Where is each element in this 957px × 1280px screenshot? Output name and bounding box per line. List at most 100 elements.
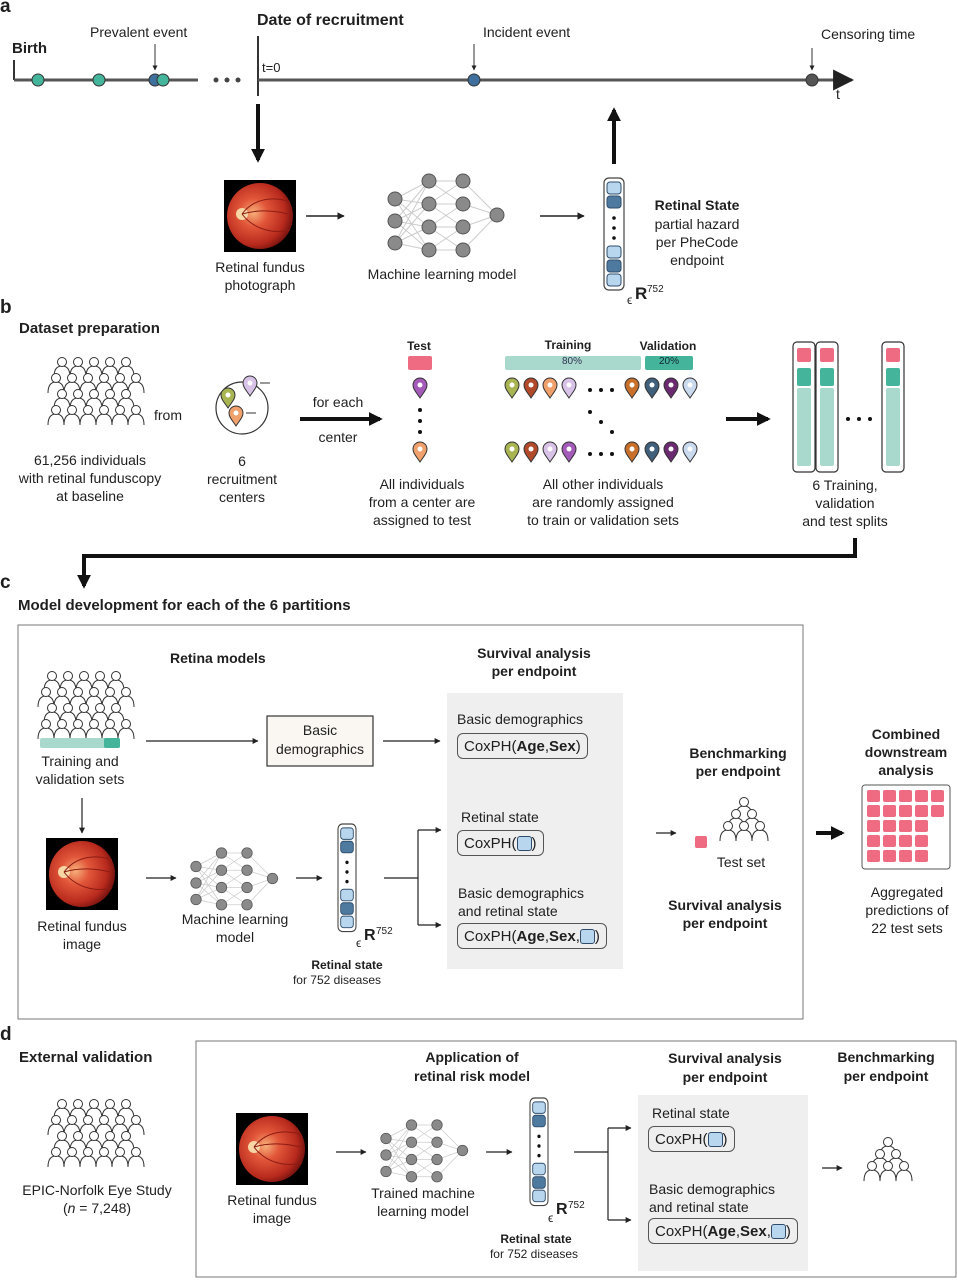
fundus-image-label-d-2: image [252, 1210, 292, 1226]
ml-label-d-1: Trained machine [371, 1185, 475, 1201]
center-label: center [318, 429, 358, 445]
sex-term: Sex [549, 737, 576, 755]
application-label-1: Application of [425, 1049, 519, 1065]
recruitment-label: Date of recruitment [257, 12, 404, 29]
survival-title-d-1: Survival analysis [668, 1050, 782, 1066]
comma: , [735, 1222, 741, 1240]
retinal-state-caption-c-2: for 752 diseases [292, 973, 382, 987]
retinal-state-square-icon [516, 835, 532, 851]
fundus-image-c [45, 837, 119, 911]
basic-box-label-2: demographics [276, 741, 364, 757]
fundus-image-label-c-2: image [62, 936, 102, 952]
retinal-state-vector-a [603, 177, 625, 291]
centers-label-1: 6 [238, 453, 246, 469]
aggregated-label-1: Aggregated [870, 884, 944, 900]
retinal-state-label-c: Retinal state [461, 809, 539, 825]
epic-n-label: (n = 7,248) [63, 1200, 131, 1217]
test-desc-1: All individuals [379, 476, 465, 492]
retinal-state-vector-d [529, 1097, 549, 1207]
from-label: from [154, 407, 182, 423]
test-set-crowd [720, 798, 768, 842]
retinal-state-title-a: Retinal State [654, 197, 740, 213]
population-label-2: with retinal funduscopy [18, 470, 162, 486]
train-val-label-1: Training and [41, 753, 119, 769]
coxph-full-d: CoxPH(Age, Sex, ) [648, 1218, 798, 1244]
R-symbol-d: R [556, 1201, 568, 1218]
neural-network-c [190, 847, 279, 911]
dim-a: 752 [647, 284, 664, 295]
splits-label-2: validation [815, 495, 875, 511]
combined-label-3: analysis [878, 762, 934, 778]
retinal-state-square-icon [707, 1131, 723, 1147]
epic-study-label: EPIC-Norfolk Eye Study [22, 1182, 172, 1198]
ml-model-label-a: Machine learning model [367, 266, 517, 282]
retinal-state-square-icon [770, 1223, 786, 1239]
other-desc-3: to train or validation sets [527, 512, 679, 528]
epic-crowd [48, 1100, 144, 1168]
retinal-state-label-d: Retinal state [652, 1105, 730, 1121]
survival-title-c-2: per endpoint [491, 663, 577, 679]
retina-models-label: Retina models [170, 650, 266, 666]
retinal-state-desc-3: endpoint [670, 252, 724, 268]
test-set-label: Test set [716, 854, 766, 870]
test-desc-3: assigned to test [372, 512, 472, 528]
validation-label: Validation [639, 339, 697, 353]
pct-val-label: 20% [658, 356, 680, 367]
ml-label-d-2: learning model [377, 1203, 469, 1219]
dataset-prep-title: Dataset preparation [19, 320, 160, 337]
benchmarking-c-2: per endpoint [695, 763, 781, 779]
training-bar [505, 356, 641, 370]
epsilon-d: ϵ [548, 1211, 554, 1225]
splits-label-3: and test splits [802, 513, 888, 529]
panel-label-c: c [0, 572, 11, 593]
survival-title-c-1: Survival analysis [477, 645, 591, 661]
incident-event-label: Incident event [483, 24, 571, 40]
test-bar [408, 356, 432, 370]
panel-d-frame [195, 1040, 957, 1278]
retinal-state-square-icon [579, 928, 595, 944]
time-axis-label: t [836, 86, 840, 102]
retinal-state-desc-1: partial hazard [654, 216, 740, 232]
survival-c2-2: per endpoint [682, 915, 768, 931]
censoring-label: Censoring time [821, 26, 916, 42]
neural-network-d [380, 1119, 469, 1183]
both-label-c-1: Basic demographics [458, 885, 585, 901]
fundus-photo-label-2: photograph [224, 277, 296, 293]
comma: , [544, 737, 550, 755]
fundus-photo-a [223, 179, 297, 253]
cox-close: ) [531, 834, 537, 852]
splits-label-1: 6 Training, [812, 477, 878, 493]
aggregated-label-3: 22 test sets [871, 920, 943, 936]
train-val-label-2: validation sets [35, 771, 125, 787]
pct-train-label: 80% [561, 356, 583, 367]
dim-c: 752 [376, 926, 393, 937]
age-term: Age [707, 1222, 736, 1240]
sex-term: Sex [549, 927, 576, 945]
sex-term: Sex [740, 1222, 767, 1240]
aggregated-label-2: predictions of [865, 902, 949, 918]
benchmarking-c-1: Benchmarking [689, 745, 787, 761]
panel-label-a: a [0, 0, 11, 17]
n-symbol: n [67, 1200, 76, 1216]
recruitment-centers-icon [215, 375, 270, 435]
coxph-retinal-d: CoxPH() [648, 1126, 735, 1152]
combined-label-2: downstream [864, 744, 948, 760]
birth-label: Birth [12, 40, 47, 57]
both-label-c-2: and retinal state [458, 903, 558, 919]
both-label-d-2: and retinal state [649, 1199, 749, 1215]
other-desc-2: are randomly assigned [532, 494, 674, 510]
aggregated-grid [861, 784, 951, 870]
paren-open: ( [62, 1200, 68, 1216]
model-dev-title: Model development for each of the 6 part… [18, 597, 351, 614]
centers-label-2: recruitment [206, 471, 278, 487]
benchmarking-d-2: per endpoint [843, 1068, 929, 1084]
cox-close: ) [575, 737, 581, 755]
fundus-image-label-c-1: Retinal fundus [37, 918, 127, 934]
retinal-state-caption-c-1: Retinal state [311, 958, 383, 972]
survival-title-d-2: per endpoint [682, 1069, 768, 1085]
coxph-retinal-c: CoxPH() [457, 830, 544, 856]
timeline [13, 36, 855, 96]
pins-row-1 [504, 377, 698, 399]
population-label-1: 61,256 individuals [33, 452, 147, 468]
